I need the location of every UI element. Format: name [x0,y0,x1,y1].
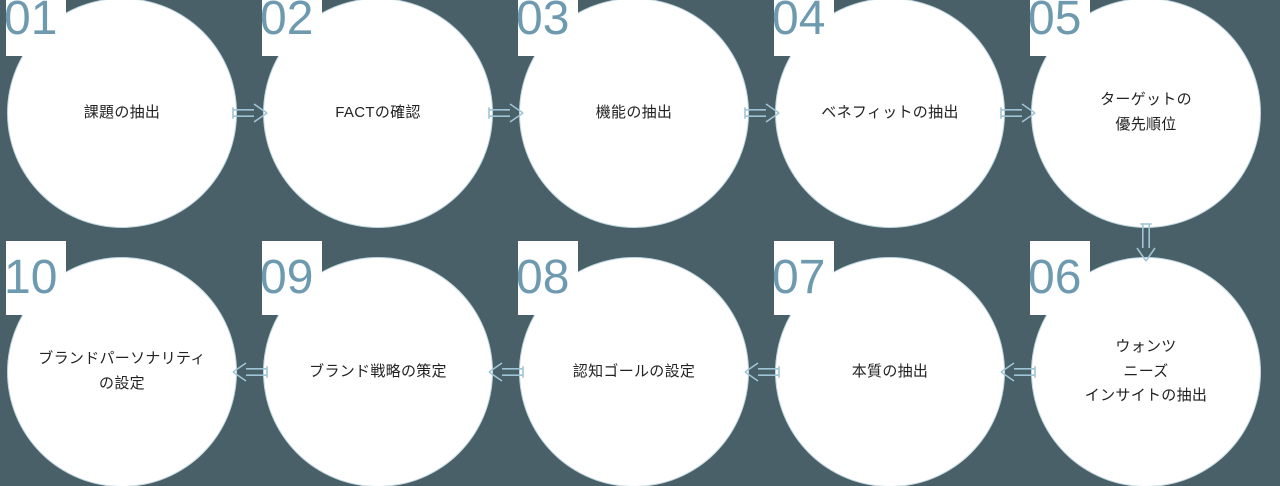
process-step-number: 01 [4,0,58,45]
process-step-number-badge-07: 07 [772,241,834,315]
arrow-09-to-10 [232,359,268,390]
process-step-number-badge-08: 08 [516,241,578,315]
process-step-number: 06 [1028,251,1082,304]
process-step-label: 課題の抽出 [83,103,161,121]
process-step-label: 認知ゴールの設定 [572,362,696,380]
process-step-number-badge-02: 02 [260,0,322,56]
process-step-number-badge-10: 10 [4,241,66,315]
process-step-number: 09 [260,251,314,304]
process-step-number-badge-06: 06 [1028,241,1090,315]
arrow-05-to-06 [1133,223,1159,267]
process-step-label: ベネフィットの抽出 [821,103,959,121]
process-step-number: 05 [1028,0,1082,45]
process-step-number-badge-09: 09 [260,241,322,315]
process-step-label: 機能の抽出 [595,103,673,121]
arrow-02-to-03 [488,100,524,131]
process-step-number: 07 [772,251,826,304]
process-step-label: ウォンツ ニーズ インサイトの抽出 [1084,337,1208,405]
process-step-label: ブランド戦略の策定 [309,362,447,380]
arrow-01-to-02 [232,100,268,131]
process-step-number: 04 [772,0,826,45]
process-step-number-badge-05: 05 [1028,0,1090,56]
process-step-number-badge-04: 04 [772,0,834,56]
process-step-label: ターゲットの 優先順位 [1100,91,1192,133]
process-step-number: 10 [4,251,58,304]
process-step-number-badge-03: 03 [516,0,578,56]
arrow-03-to-04 [744,100,780,131]
process-step-label: 本質の抽出 [851,362,929,380]
process-step-label: FACTの確認 [335,103,421,121]
process-step-label: ブランドパーソナリティ の設定 [38,350,206,392]
arrow-08-to-09 [488,359,524,390]
arrow-07-to-08 [744,359,780,390]
process-step-number: 02 [260,0,314,45]
arrow-06-to-07 [1000,359,1036,390]
process-step-number: 03 [516,0,570,45]
process-step-number-badge-01: 01 [4,0,66,56]
process-step-number: 08 [516,251,570,304]
arrow-04-to-05 [1000,100,1036,131]
